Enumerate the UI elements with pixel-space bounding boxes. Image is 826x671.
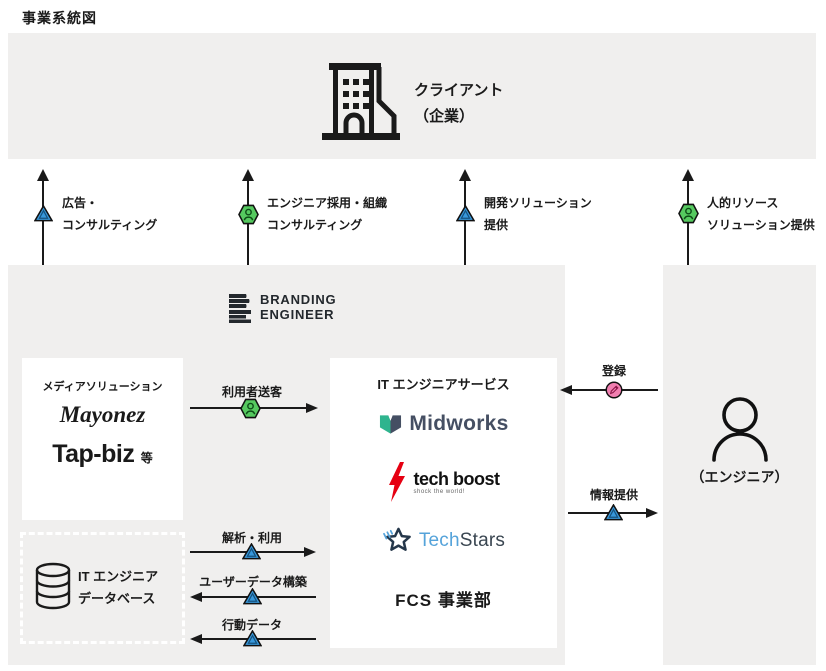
- midworks-icon: [380, 414, 402, 434]
- arrow-hr-resource-label: 人的リソース ソリューション提供: [707, 192, 815, 236]
- techstars-part2: Stars: [459, 529, 506, 551]
- behavior-data-line: [202, 638, 316, 640]
- building-icon: [322, 63, 400, 140]
- arrow-label-line: コンサルティング: [62, 218, 158, 232]
- arrow-label-line: 提供: [484, 218, 509, 232]
- arrow-ads-consulting-label: 広告・ コンサルティング: [62, 192, 157, 236]
- user-data-build-line: [202, 596, 316, 598]
- green-person-hexagon-icon: [678, 203, 699, 224]
- arrow-hr-resource-line: [687, 180, 689, 268]
- database-label-line2: データベース: [78, 591, 156, 606]
- techstars-part1: Tech: [418, 529, 460, 551]
- fcs-division-label: FCS 事業部: [395, 591, 492, 610]
- info-provision-label: 情報提供: [589, 488, 638, 502]
- branding-engineer-logo-text: BRANDING ENGINEER: [260, 292, 336, 322]
- blue-triangle-icon: [243, 588, 262, 605]
- it-engineer-database-box: [20, 532, 185, 644]
- green-person-hexagon-icon: [238, 204, 259, 225]
- arrow-label-line: 広告・: [62, 196, 99, 210]
- arrow-devsolution-label: 開発ソリューション 提供: [484, 192, 592, 236]
- logo-text-line2: ENGINEER: [260, 307, 335, 322]
- techboost-logo: tech boost shock the world!: [330, 462, 557, 502]
- person-icon: [712, 397, 768, 462]
- logo-text-line1: BRANDING: [260, 292, 337, 307]
- user-referral-head: [306, 403, 318, 413]
- tapbiz-text: Tap-biz: [52, 440, 135, 468]
- techboost-bolt-icon: [389, 462, 406, 502]
- arrow-label-line: 開発ソリューション: [484, 196, 592, 210]
- techboost-text: tech boost: [413, 468, 500, 489]
- behavior-data-label: 行動データ: [221, 618, 282, 632]
- blue-triangle-icon: [604, 504, 623, 521]
- user-data-build-head: [190, 592, 202, 602]
- arrow-hr-resource-head: [682, 169, 694, 181]
- client-label: クライアント （企業）: [414, 78, 503, 130]
- midworks-text: Midworks: [409, 412, 509, 435]
- pink-pencil-circle-icon: [605, 381, 623, 399]
- arrow-recruiting-label: エンジニア採用・組織 コンサルティング: [267, 192, 387, 236]
- arrow-label-line: コンサルティング: [267, 218, 363, 232]
- branding-engineer-logo-icon: [229, 294, 251, 323]
- techstars-logo: TechStars: [330, 526, 557, 555]
- user-data-build-label: ユーザーデータ構築: [199, 575, 307, 589]
- behavior-data-head: [190, 634, 202, 644]
- it-service-heading: IT エンジニアサービス: [377, 377, 510, 392]
- mayonez-logo: Mayonez: [59, 402, 146, 427]
- blue-triangle-icon: [243, 630, 262, 647]
- client-label-line2: （企業）: [414, 108, 475, 125]
- blue-triangle-icon: [456, 205, 475, 222]
- arrow-label-line: ソリューション提供: [707, 218, 815, 232]
- database-icon: [35, 562, 71, 610]
- engineer-label: （エンジニア）: [690, 469, 789, 485]
- media-solution-box: メディアソリューション Mayonez Tap-biz 等: [22, 358, 183, 520]
- info-provision-head: [646, 508, 658, 518]
- blue-triangle-icon: [34, 205, 53, 222]
- media-solution-heading: メディアソリューション: [42, 381, 163, 393]
- client-panel: [8, 33, 816, 159]
- tapbiz-suffix: 等: [140, 451, 153, 465]
- database-label: IT エンジニア データベース: [78, 566, 158, 610]
- info-provision-line: [568, 512, 646, 514]
- techstars-star-icon: [382, 527, 411, 551]
- techboost-tagline: shock the world!: [413, 488, 465, 495]
- arrow-devsolution-line: [464, 180, 466, 265]
- arrow-devsolution-head: [459, 169, 471, 181]
- it-engineer-service-box: IT エンジニアサービス Midworks tech boost shock t…: [330, 358, 557, 648]
- tapbiz-logo: Tap-biz 等: [22, 440, 183, 469]
- midworks-logo: Midworks: [330, 412, 557, 436]
- techstars-text: TechStars: [419, 530, 505, 552]
- arrow-label-line: 人的リソース: [707, 196, 779, 210]
- page-title: 事業系統図: [22, 10, 97, 26]
- blue-triangle-icon: [242, 543, 261, 560]
- analysis-use-head: [304, 547, 316, 557]
- arrow-recruiting-head: [242, 169, 254, 181]
- analysis-use-label: 解析・利用: [221, 531, 282, 545]
- user-referral-label: 利用者送客: [221, 385, 282, 399]
- arrow-ads-consulting-head: [37, 169, 49, 181]
- engineer-panel: [663, 265, 816, 665]
- registration-label: 登録: [601, 364, 626, 378]
- arrow-ads-consulting-line: [42, 180, 44, 330]
- arrow-label-line: エンジニア採用・組織: [267, 196, 388, 210]
- database-label-line1: IT エンジニア: [78, 569, 159, 584]
- client-label-line1: クライアント: [414, 82, 504, 99]
- green-person-hexagon-icon: [240, 398, 261, 419]
- registration-head: [560, 385, 572, 395]
